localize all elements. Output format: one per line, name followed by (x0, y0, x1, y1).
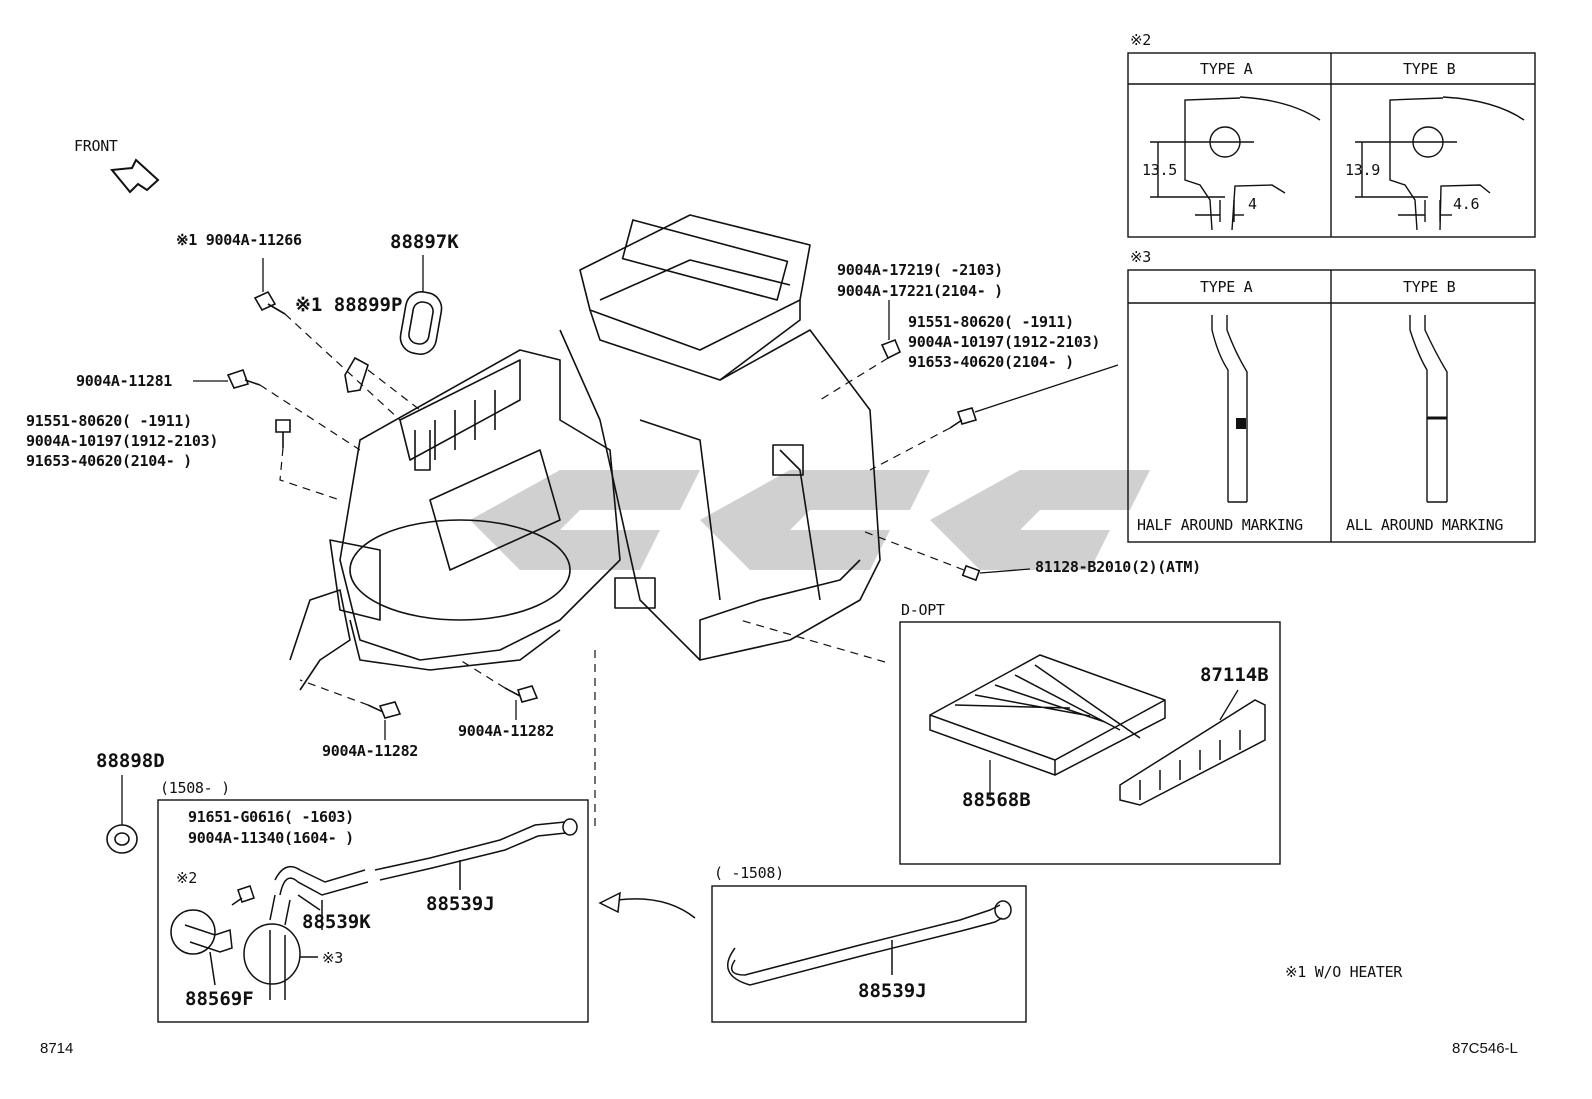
nut-icon (880, 338, 902, 360)
part-9004A-17219[interactable]: 9004A-17219( -2103) (837, 261, 1003, 279)
table-2-mark: ※2 (1130, 31, 1151, 49)
front-label: FRONT (74, 137, 118, 155)
hose-group-old-art (726, 900, 1012, 986)
part-88568B[interactable]: 88568B (962, 789, 1031, 811)
part-88898D[interactable]: 88898D (96, 750, 165, 772)
bolt-icon (226, 368, 261, 389)
table-note-3 (1127, 269, 1536, 543)
part-9004A-11281[interactable]: 9004A-11281 (76, 372, 173, 390)
part-81128-B2010[interactable]: 81128-B2010(2)(ATM) (1035, 558, 1201, 576)
grommet-88898D-icon (106, 824, 138, 854)
part-88899P[interactable]: ※1 88899P (295, 294, 403, 316)
table-note-2 (1127, 52, 1536, 238)
part-9004A-10197-right[interactable]: 9004A-10197(1912-2103) (908, 333, 1101, 351)
seal-icon (399, 291, 443, 355)
watermark (470, 470, 1150, 570)
part-91653-40620-right[interactable]: 91653-40620(2104- ) (908, 353, 1074, 371)
dopt-label: D-OPT (901, 601, 945, 619)
part-9004A-11282-b[interactable]: 9004A-11282 (458, 722, 555, 740)
part-9004A-17221[interactable]: 9004A-17221(2104- ) (837, 282, 1003, 300)
part-87114B[interactable]: 87114B (1200, 664, 1269, 686)
part-9004A-10197-left[interactable]: 9004A-10197(1912-2103) (26, 432, 219, 450)
bolt-icon (504, 685, 539, 703)
bolt-icon (253, 290, 286, 315)
part-88539K[interactable]: 88539K (302, 911, 371, 933)
table-3-type-a: TYPE A (1200, 278, 1253, 296)
table-3-mark: ※3 (1130, 248, 1151, 266)
page-code-left: 8714 (40, 1040, 74, 1057)
part-91651-G0616[interactable]: 91651-G0616( -1603) (188, 808, 354, 826)
hose-group-box-old (711, 885, 1027, 1023)
solid-leaders (121, 255, 1239, 825)
part-9004A-11340[interactable]: 9004A-11340(1604- ) (188, 829, 354, 847)
range-1508-old: ( -1508) (714, 864, 784, 882)
note-3-marker: ※3 (322, 949, 343, 967)
heater-unit-assembly (289, 214, 881, 691)
part-91653-40620-left[interactable]: 91653-40620(2104- ) (26, 452, 192, 470)
small-parts (106, 290, 981, 854)
bolt-icon (275, 419, 291, 448)
table-2-dim-a-width: 4 (1248, 195, 1257, 213)
front-arrow-icon (110, 158, 160, 194)
table-2-type-a: TYPE A (1200, 60, 1253, 78)
table-2-type-b: TYPE B (1403, 60, 1456, 78)
part-88897K[interactable]: 88897K (390, 231, 459, 253)
table-2-dim-b-height: 13.9 (1345, 161, 1380, 179)
range-1508-new: (1508- ) (160, 779, 230, 797)
dopt-box (899, 621, 1281, 865)
table-2-dim-a-height: 13.5 (1142, 161, 1177, 179)
part-88569F[interactable]: 88569F (185, 988, 254, 1010)
page-code-right: 87C546-L (1452, 1040, 1518, 1057)
table-3-type-b: TYPE B (1403, 278, 1456, 296)
filter-art (929, 654, 1266, 806)
clip-icon (961, 564, 981, 582)
part-9004A-11266[interactable]: ※1 9004A-11266 (176, 231, 302, 249)
leader-lines (259, 313, 965, 830)
part-91551-80620-right[interactable]: 91551-80620( -1911) (908, 313, 1074, 331)
table-2-dim-b-width: 4.6 (1453, 195, 1480, 213)
half-marking-icon (1236, 418, 1246, 429)
table-3-caption-a: HALF AROUND MARKING (1137, 516, 1303, 534)
note-w-o-heater: ※1 W/O HEATER (1285, 963, 1403, 981)
hose-group-box-new (157, 799, 589, 1023)
bolt-icon (367, 701, 402, 719)
part-88539J-new[interactable]: 88539J (426, 893, 495, 915)
bolt-icon (949, 407, 978, 429)
table-3-caption-b: ALL AROUND MARKING (1346, 516, 1504, 534)
note-2-marker: ※2 (176, 869, 197, 887)
part-88539J-old[interactable]: 88539J (858, 980, 927, 1002)
hose-group-new-art (170, 818, 578, 1000)
grommet-icon (344, 356, 369, 393)
part-91551-80620-left[interactable]: 91551-80620( -1911) (26, 412, 192, 430)
part-9004A-11282-a[interactable]: 9004A-11282 (322, 742, 419, 760)
